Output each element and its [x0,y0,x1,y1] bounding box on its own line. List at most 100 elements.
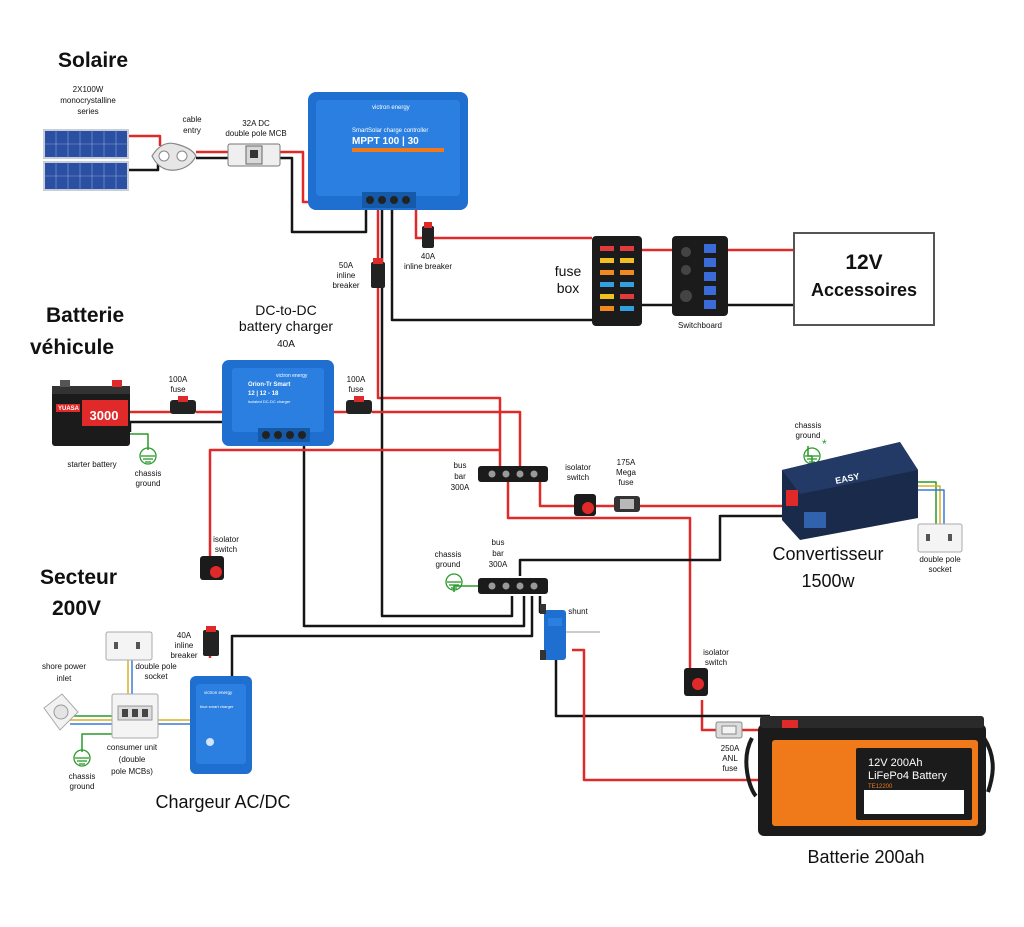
ground-1-label-1: chassis [135,469,162,478]
isolator-right-label-1: isolator [703,648,729,657]
dcdc-label-2: battery charger [239,318,333,334]
accessories-box [793,232,935,326]
isolator-switch-top [574,494,596,516]
inverter [782,442,918,540]
wire-mcb-mppt-neg [280,156,368,234]
socket-inverter [917,523,963,553]
bus-bar-bottom [478,578,548,594]
anl-fuse [715,721,743,739]
wire-starter-dcdc-neg [128,420,222,432]
panels-label-2: monocrystalline [60,96,116,105]
charger-brand: victron energy [204,690,233,695]
mega-fuse [614,496,640,512]
consumer-unit-label-2: (double [119,755,146,764]
fuse-100a-b-label-1: 100A [347,375,366,384]
dcdc-brand: victron energy [276,373,308,379]
fuse-box [592,236,642,326]
solar-panels [43,129,129,191]
breaker-40a-load [422,222,434,248]
isolator-switch-right [684,668,708,696]
wire-solar-neg [128,162,160,172]
inverter-label-2: 1500w [801,571,855,591]
wire-inverter-socket-ac2 [914,485,941,524]
mppt-brand: victron energy [372,105,410,111]
lifepo4-device-code: TE12200 [868,784,893,790]
shore-inlet-label-2: inlet [57,674,72,683]
switchboard [672,236,728,316]
cable-entry-label-1: cable [182,115,202,124]
accessories-label-1: 12V [845,251,882,274]
mcb-breaker [227,143,281,167]
ground-3-label-2: ground [70,782,95,791]
wire-dcdc-busbottom-neg [302,446,526,628]
dcdc-device-line3: isolated DC-DC charger [248,399,291,404]
ground-symbol-consumer [73,749,91,767]
inverter-label-1: Convertisseur [772,544,883,564]
ground-inv-mark: * [822,437,827,451]
charger-label: Chargeur AC/DC [155,792,290,812]
ground-symbol-busbar [445,573,463,591]
ground-inv-label-1: chassis [795,421,822,430]
section-vehicle-battery-line2: véhicule [30,336,114,359]
breaker-40a-label-1: 40A [421,252,436,261]
starter-battery [52,380,130,446]
fuse-box-label-1: fuse [555,263,582,279]
ground-3-label-1: chassis [69,772,96,781]
bus-bar-top-label-2: bar [454,472,466,481]
dcdc-label-3: 40A [277,339,295,350]
isolator-top-label-2: switch [567,473,589,482]
wire-dcdc-bus-pos [334,410,522,466]
cable-entry [151,142,197,171]
dcdc-device-line2: 12 | 12 - 18 [248,391,279,397]
section-mains-line1: Secteur [40,566,117,589]
breaker-40a-charger-label-1: 40A [177,631,192,640]
section-mains-line2: 200V [52,597,101,620]
mega-fuse-label-1: 175A [617,458,636,467]
wire-isolator-anl-pos [700,700,716,732]
charger-device: blue smart charger [200,704,234,709]
wire-charger-neg [230,596,534,676]
isolator-right-label-2: switch [705,658,727,667]
mcb-label-2: double pole MCB [225,129,286,138]
mppt-device-line2: MPPT 100 | 30 [352,136,419,147]
fuse-100a-a-label-1: 100A [169,375,188,384]
acdc-charger [190,676,252,774]
shore-power-inlet [43,693,79,731]
mppt-controller [308,92,468,210]
fuse-100a-a-label-2: fuse [170,385,186,394]
lifepo4-battery [744,716,995,836]
mega-fuse-label-3: fuse [618,478,634,487]
switchboard-label: Switchboard [678,321,722,330]
wire-solar-pos [128,134,162,146]
breaker-50a-label-2: inline [337,271,356,280]
bus-bar-top [478,466,548,482]
dcdc-device-line1: Orion-Tr Smart [248,382,290,388]
breaker-40a-charger-label-3: breaker [170,651,197,660]
mega-fuse-label-2: Mega [616,468,637,477]
bus-bar-bottom-label-2: bar [492,549,504,558]
dcdc-label-1: DC-to-DC [255,302,316,318]
wire-mppt-bus-pos [376,205,502,466]
fuse-100a-starter [170,396,196,414]
wire-inverter-neg [518,514,782,576]
shunt [540,604,566,660]
ground-2-label-2: ground [436,560,461,569]
panels-label-3: series [77,107,98,116]
wire-inverter-socket-ac [914,481,937,524]
consumer-unit-label-3: pole MCBs) [111,767,153,776]
socket-mains-label-2: socket [144,672,168,681]
wire-starter-ground [130,433,149,450]
starter-battery-label: starter battery [67,460,116,469]
panels-label-1: 2X100W [73,85,104,94]
isolator-switch-left [200,556,224,580]
ground-symbol-starter [139,447,157,465]
breaker-50a [371,258,385,288]
socket-mains-label-1: double pole [135,662,177,671]
wire-bus-isolator-pos [538,480,574,508]
wire-consumer-ground [81,733,112,752]
starter-battery-code: 3000 [90,408,119,423]
breaker-50a-label-3: breaker [332,281,359,290]
shore-inlet-label-1: shore power [42,662,86,671]
anl-fuse-label-1: 250A [721,744,740,753]
fuse-box-label-2: box [557,280,580,296]
